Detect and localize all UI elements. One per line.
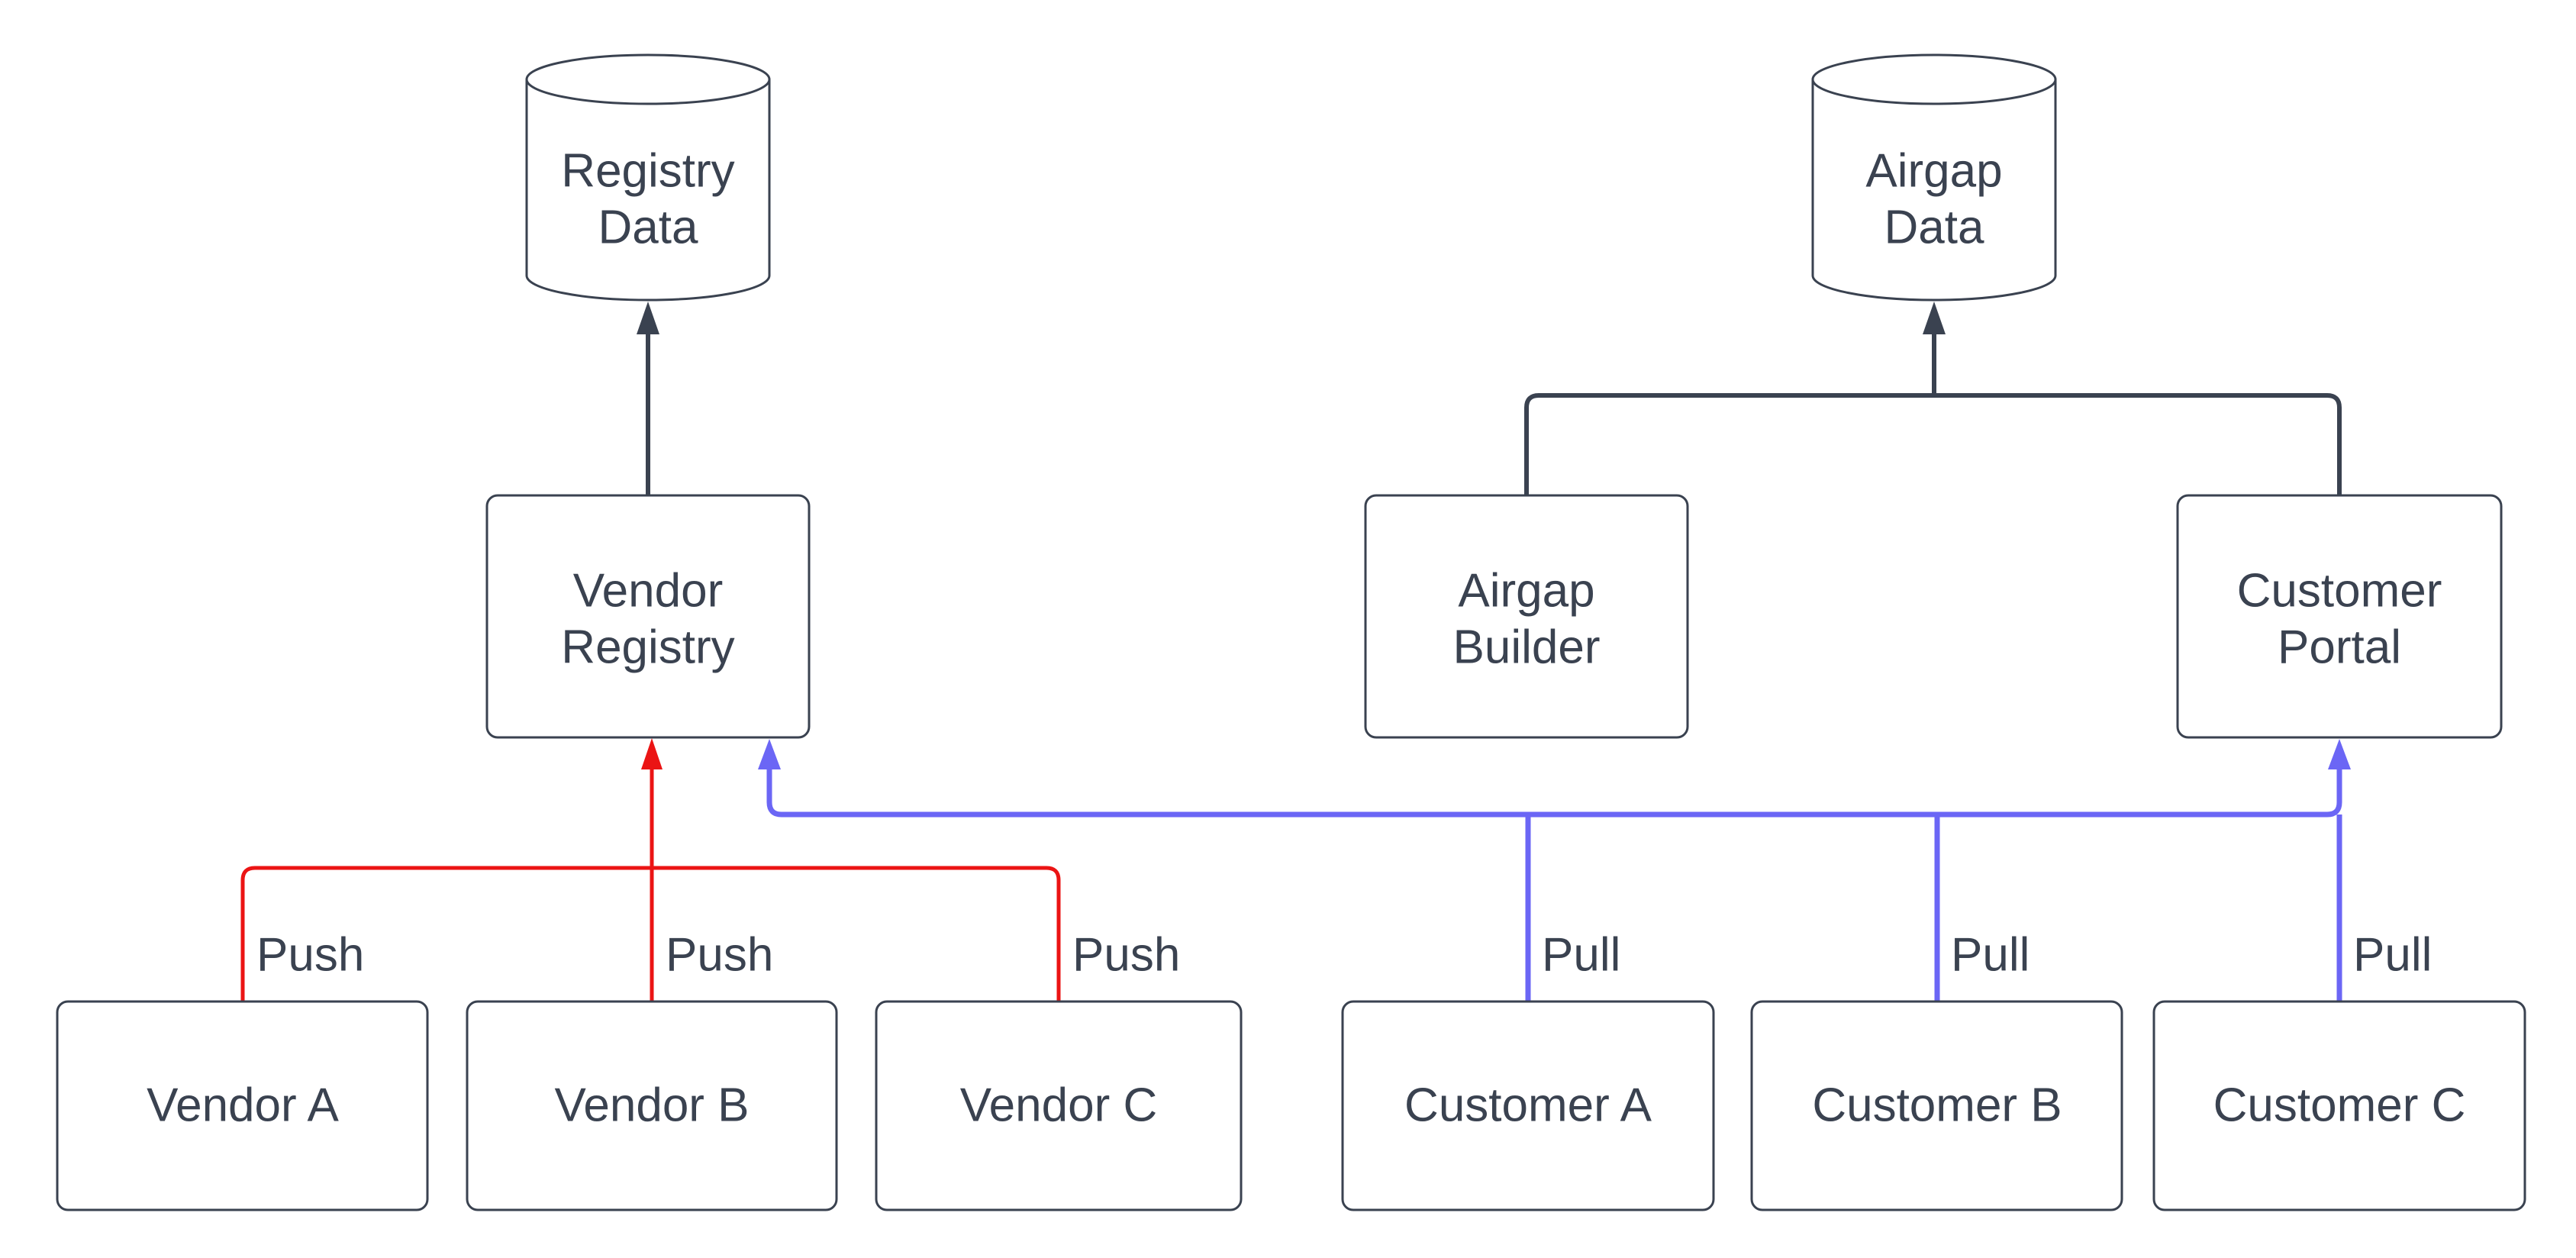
edge-label-push-2: Push — [666, 929, 773, 982]
node-registry-data: Registry Data — [525, 53, 771, 302]
arrowhead-up-icon — [637, 302, 659, 334]
edge-label-pull-3: Pull — [2353, 929, 2432, 982]
node-label-line: Portal — [2278, 621, 2401, 674]
arrowhead-up-icon — [2328, 739, 2351, 769]
node-rect — [875, 1000, 1243, 1211]
node-label-line: Airgap — [1458, 565, 1594, 618]
node-rect — [1341, 1000, 1715, 1211]
node-label-line: Customer — [2237, 565, 2442, 618]
node-customer-c: Customer C — [2152, 1000, 2526, 1211]
node-label-line: Data — [598, 202, 698, 254]
cylinder-top-ellipse — [525, 53, 771, 105]
node-label-line: Airgap — [1865, 145, 2002, 198]
cylinder-top-ellipse — [1811, 53, 2057, 105]
node-label-line: Data — [1884, 202, 1984, 254]
node-vendor-a: Vendor A — [56, 1000, 429, 1211]
edge-label-push-3: Push — [1072, 929, 1180, 982]
node-label-line: Customer A — [1404, 1079, 1652, 1132]
node-label-line: Vendor — [573, 565, 724, 618]
node-label-line: Builder — [1453, 621, 1601, 674]
node-label-line: Registry — [561, 145, 734, 198]
edge-line — [766, 766, 2342, 818]
node-vendor-registry: Vendor Registry — [485, 494, 811, 739]
node-rect — [2176, 494, 2503, 739]
node-rect — [2152, 1000, 2526, 1211]
node-label-line: Customer C — [2213, 1079, 2466, 1132]
edge-label-pull-2: Pull — [1951, 929, 2030, 982]
node-vendor-c: Vendor C — [875, 1000, 1243, 1211]
edge-label-push-1: Push — [256, 929, 364, 982]
node-rect — [56, 1000, 429, 1211]
node-label-line: Vendor C — [960, 1079, 1158, 1132]
node-label-line: Customer B — [1812, 1079, 2062, 1132]
node-vendor-b: Vendor B — [466, 1000, 838, 1211]
edge-builder-portal-to-airgap-data — [1524, 302, 2342, 495]
node-label-line: Vendor A — [147, 1079, 339, 1132]
cylinder-body — [525, 79, 771, 302]
node-airgap-data: Airgap Data — [1811, 53, 2057, 302]
node-rect — [1364, 494, 1689, 739]
node-label-line: Vendor B — [554, 1079, 749, 1132]
node-customer-portal: Customer Portal — [2176, 494, 2503, 739]
arrowhead-up-icon — [1923, 302, 1946, 334]
node-customer-a: Customer A — [1341, 1000, 1715, 1211]
arrowhead-up-icon — [758, 739, 781, 769]
node-customer-b: Customer B — [1750, 1000, 2123, 1211]
cylinder-body — [1811, 79, 2057, 302]
node-rect — [1750, 1000, 2123, 1211]
node-rect — [466, 1000, 838, 1211]
node-label-line: Registry — [561, 621, 734, 674]
node-rect — [485, 494, 811, 739]
edge-customers-pull — [758, 739, 2351, 1002]
node-airgap-builder: Airgap Builder — [1364, 494, 1689, 739]
edge-vendors-push — [240, 738, 1061, 1002]
edge-line — [1524, 393, 2342, 495]
edge-vendor-registry-to-registry-data — [637, 302, 659, 495]
arrowhead-up-icon — [641, 738, 663, 769]
edge-label-pull-1: Pull — [1542, 929, 1620, 982]
